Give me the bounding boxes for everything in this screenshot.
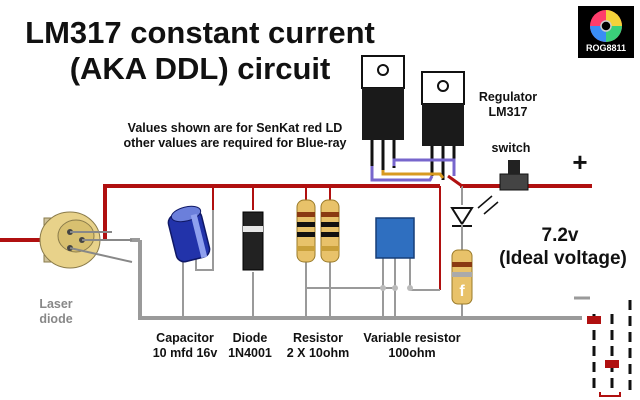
- resistor-label-line-2: 2 X 10ohm: [286, 346, 350, 360]
- capacitor-label-line-2: 10 mfd 16v: [152, 346, 218, 360]
- voltage-note: (Ideal voltage): [499, 248, 627, 269]
- component-leads-positive: [212, 186, 441, 290]
- switch-label: switch: [491, 141, 531, 155]
- positive-wire: [0, 184, 592, 242]
- regulator-label-line-2: LM317: [488, 105, 528, 119]
- page-title-line-2: (AKA DDL) circuit: [69, 51, 331, 86]
- laser-diode-label-line-2: diode: [39, 312, 73, 326]
- diode-1n4001: [242, 211, 264, 271]
- plus-sign: +: [572, 147, 588, 177]
- diode-label-line-2: 1N4001: [228, 346, 272, 360]
- values-note-line-1: Values shown are for SenKat red LD: [127, 121, 343, 135]
- logo-text: ROG8811: [585, 43, 627, 53]
- lm317-regulator-1: [361, 55, 405, 172]
- variable-resistor-label: Variable resistor 100ohm: [354, 331, 470, 361]
- capacitor: [167, 205, 211, 263]
- capacitor-label: Capacitor 10 mfd 16v: [140, 331, 230, 361]
- laser-diode-label: Laser diode: [28, 297, 84, 327]
- capacitor-label-line-1: Capacitor: [156, 331, 214, 345]
- regulator-wiring: [370, 158, 463, 188]
- fuse: [451, 249, 473, 305]
- variable-resistor: [375, 217, 415, 291]
- voltage-value: 7.2v: [541, 225, 579, 246]
- fuse-mark: f: [459, 283, 465, 300]
- lm317-regulator-2: [421, 71, 465, 180]
- variable-resistor-label-line-2: 100ohm: [388, 346, 436, 360]
- resistor-2: [320, 199, 340, 263]
- laser-diode-label-line-1: Laser: [39, 297, 73, 311]
- regulator-label: Regulator LM317: [470, 90, 546, 120]
- laser-diode: [39, 211, 133, 269]
- resistor-label: Resistor 2 X 10ohm: [280, 331, 356, 361]
- diode-label: Diode 1N4001: [222, 331, 278, 361]
- values-note: Values shown are for SenKat red LD other…: [80, 121, 390, 151]
- variable-resistor-label-line-1: Variable resistor: [363, 331, 461, 345]
- page-title-line-1: LM317 constant current: [25, 15, 375, 50]
- resistor-label-line-1: Resistor: [292, 331, 344, 345]
- battery: [574, 296, 640, 400]
- logo-badge: [578, 6, 634, 58]
- led: [450, 195, 499, 250]
- diode-label-line-1: Diode: [232, 331, 268, 345]
- regulator-label-line-1: Regulator: [478, 90, 538, 104]
- values-note-line-2: other values are required for Blue-ray: [123, 136, 347, 150]
- resistor-1: [296, 199, 316, 263]
- switch: [499, 160, 529, 191]
